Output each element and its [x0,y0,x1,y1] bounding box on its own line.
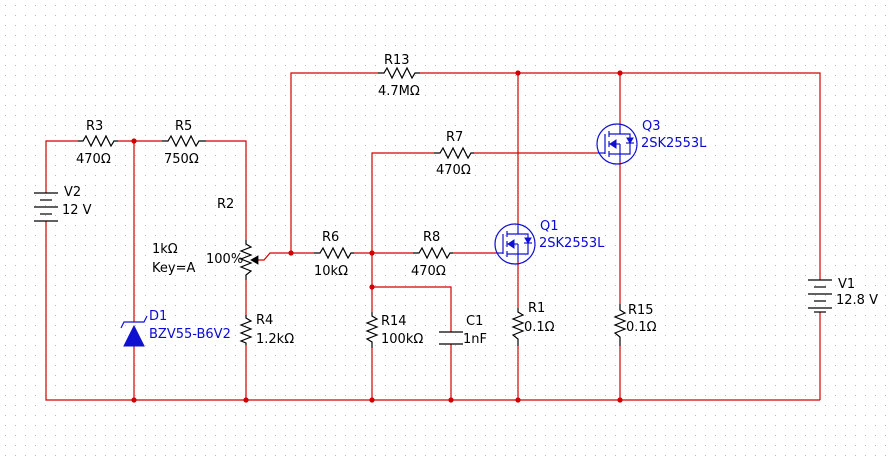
r4-ref: R4 [256,313,273,328]
resistor-r1[interactable]: R1 0.1Ω [511,301,555,346]
battery-v2[interactable]: V2 12 V [34,185,92,222]
resistor-r6[interactable]: R6 10kΩ [314,230,354,279]
junctions [131,70,623,403]
r14-value: 100kΩ [381,332,423,347]
junction [515,70,521,76]
junction [515,397,521,403]
r13-value: 4.7MΩ [378,84,420,99]
resistor-r3[interactable]: R3 470Ω [76,119,118,167]
r5-value: 750Ω [164,152,199,167]
wires [45,72,821,401]
capacitor-c1[interactable]: C1 1nF [439,314,487,347]
r1-ref: R1 [528,301,545,316]
q3-model: 2SK2553L [641,136,707,151]
r6-value: 10kΩ [314,264,348,279]
v1-value: 12.8 V [836,293,878,308]
resistor-r8[interactable]: R8 470Ω [411,230,453,279]
r2-setting: 100% [206,252,243,267]
v2-ref: V2 [64,185,81,200]
r3-ref: R3 [86,119,103,134]
q3-ref: Q3 [642,119,661,134]
junction [369,250,375,256]
resistor-r4[interactable]: R4 1.2kΩ [239,313,294,347]
junction [369,397,375,403]
mosfet-q3[interactable]: Q3 2SK2553L [596,119,707,165]
r13-ref: R13 [384,53,410,68]
c1-value: 1nF [463,332,487,347]
zener-diode-d1[interactable]: D1 BZV55-B6V2 [120,309,231,347]
q1-ref: Q1 [540,219,559,234]
r2-key: Key=A [152,261,195,276]
junction [617,70,623,76]
r4-value: 1.2kΩ [256,332,294,347]
r14-ref: R14 [381,314,407,329]
v1-ref: V1 [838,277,855,292]
v2-value: 12 V [62,203,92,218]
r5-ref: R5 [175,119,192,134]
r2-value: 1kΩ [152,242,178,257]
junction [369,284,375,290]
junction [131,138,137,144]
c1-ref: C1 [466,314,483,329]
r15-value: 0.1Ω [626,320,657,335]
r7-value: 470Ω [436,163,471,178]
r15-ref: R15 [628,303,654,318]
junction [288,250,294,256]
potentiometer-r2[interactable]: R2 1kΩ Key=A 100% [152,197,259,280]
r1-value: 0.1Ω [524,320,555,335]
junction [617,397,623,403]
resistor-r15[interactable]: R15 0.1Ω [613,303,657,346]
r8-ref: R8 [423,230,440,245]
r3-value: 470Ω [76,152,111,167]
junction [131,397,137,403]
d1-ref: D1 [149,309,167,324]
resistor-r13[interactable]: R13 4.7MΩ [378,53,420,99]
junction [448,397,454,403]
r6-ref: R6 [322,230,339,245]
r7-ref: R7 [446,130,463,145]
q1-model: 2SK2553L [539,236,605,251]
battery-v1[interactable]: V1 12.8 V [808,277,878,313]
r2-ref: R2 [217,197,234,212]
r8-value: 470Ω [411,264,446,279]
resistor-r7[interactable]: R7 470Ω [434,130,474,178]
d1-model: BZV55-B6V2 [149,327,231,342]
mosfet-q1[interactable]: Q1 2SK2553L [494,219,605,265]
junction [243,397,249,403]
resistor-r5[interactable]: R5 750Ω [162,119,206,167]
resistor-r14[interactable]: R14 100kΩ [365,312,423,348]
